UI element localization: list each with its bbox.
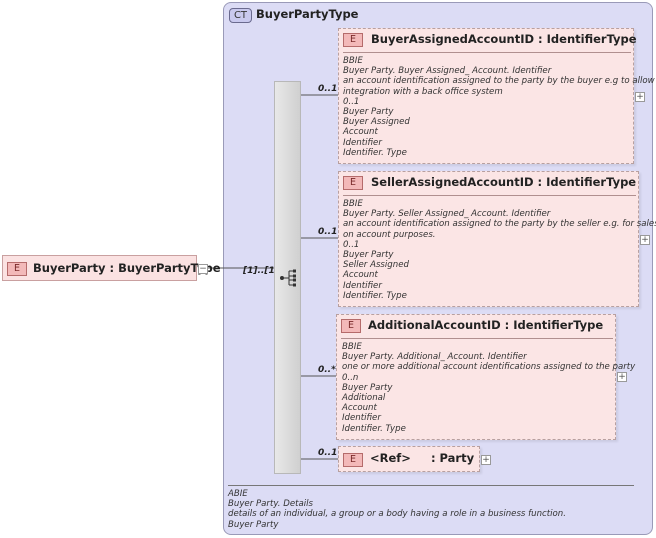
doc-separator xyxy=(228,485,634,486)
expand-icon[interactable]: + xyxy=(617,372,627,382)
root-element-label: BuyerParty : BuyerPartyType xyxy=(33,261,221,275)
child-cardinality: 0..* xyxy=(318,365,336,375)
doc-separator xyxy=(343,195,636,196)
sequence-icon xyxy=(280,269,296,287)
element-badge: E xyxy=(343,453,363,467)
child-element-title: AdditionalAccountID : IdentifierType xyxy=(368,318,604,332)
child-element-title: BuyerAssignedAccountID : IdentifierType xyxy=(371,32,637,46)
child-element-title: SellerAssignedAccountID : IdentifierType xyxy=(371,175,637,189)
root-element-box[interactable] xyxy=(2,255,197,281)
element-badge: E xyxy=(343,176,363,190)
child-cardinality: 0..1 xyxy=(318,84,338,94)
child-element-box[interactable] xyxy=(338,28,634,164)
expand-icon[interactable]: + xyxy=(481,455,491,465)
complex-type-badge: CT xyxy=(229,8,252,23)
element-badge: E xyxy=(343,33,363,47)
doc-separator xyxy=(343,52,631,53)
complex-type-title: BuyerPartyType xyxy=(256,7,359,21)
expand-icon[interactable]: + xyxy=(635,92,645,102)
expand-icon[interactable]: + xyxy=(640,235,650,245)
child-element-title: <Ref> : Party xyxy=(370,451,475,465)
sequence-cardinality: [1]..[1] xyxy=(243,266,279,276)
doc-separator xyxy=(341,338,613,339)
element-badge: E xyxy=(7,262,27,276)
collapse-icon[interactable]: − xyxy=(198,264,208,274)
child-element-box[interactable] xyxy=(336,314,616,440)
sequence-compositor[interactable] xyxy=(274,81,301,474)
child-cardinality: 0..1 xyxy=(318,448,338,458)
element-badge: E xyxy=(341,319,361,333)
child-cardinality: 0..1 xyxy=(318,227,338,237)
child-element-box[interactable] xyxy=(338,171,639,307)
